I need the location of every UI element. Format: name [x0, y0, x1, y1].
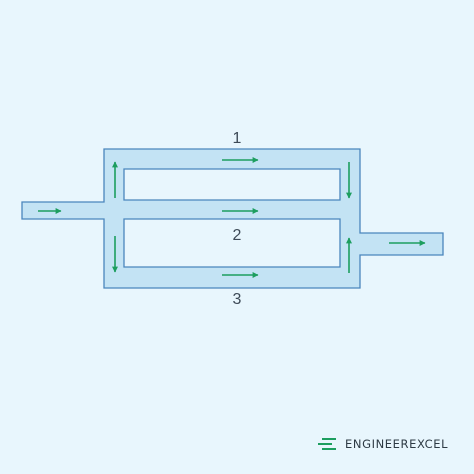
branch-3-label: 3 — [233, 291, 242, 308]
branch-2-label: 2 — [233, 227, 242, 244]
logo-lines-icon — [318, 438, 336, 450]
branch-1-label: 1 — [233, 130, 242, 147]
pipe-network — [21, 148, 444, 289]
logo-text: ENGINEEREXCEL — [345, 437, 449, 451]
engineerexcel-logo: ENGINEEREXCEL — [318, 437, 448, 451]
flow-arrows — [38, 157, 426, 278]
